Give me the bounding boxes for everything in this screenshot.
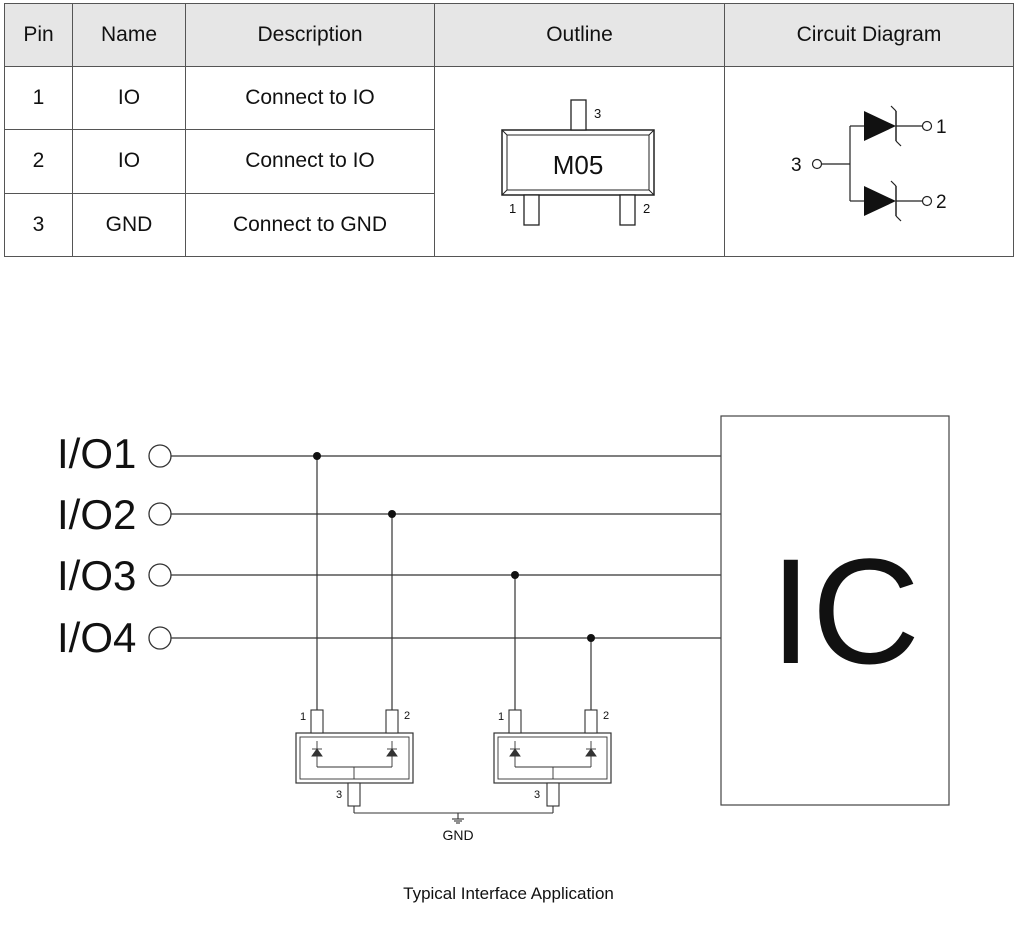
tvs-diode-1-icon [864,110,896,141]
header-pin: Pin [4,3,73,67]
header-circuit-diagram: Circuit Diagram [724,3,1014,67]
pin-description: Connect to IO [185,129,435,194]
pin-name: IO [72,129,186,194]
pin-number: 3 [4,192,73,258]
outline-pin3-label: 3 [594,106,601,121]
gnd-label: GND [442,827,473,843]
io4-terminal [148,626,172,650]
io2-terminal [148,502,172,526]
typical-application-diagram: I/O1 I/O2 I/O3 I/O4 IC [57,415,950,843]
ground-wiring [353,806,554,824]
pin-table: Pin Name Description Outline Circuit Dia… [4,3,1014,258]
table-row: 1 IO Connect to IO M05 3 1 2 [4,65,1014,257]
pin-name: IO [72,65,186,131]
header-description: Description [185,3,435,67]
outline-marking: M05 [553,150,604,180]
io1-terminal [148,444,172,468]
ic-block [720,415,950,806]
device-a-pin1-label: 1 [300,711,306,723]
pin-description: Connect to GND [185,192,435,258]
ic-label: IC [770,527,920,695]
io1-label: I/O1 [57,430,136,477]
sot23-outline-drawing: M05 3 1 2 [501,98,655,226]
table-header-row: Pin Name Description Outline Circuit Dia… [4,3,1014,67]
header-outline: Outline [434,3,725,67]
io3-label: I/O3 [57,552,136,599]
circuit-cell: 3 1 [724,66,1014,257]
device-a-pin3-label: 3 [336,789,342,801]
io4-label: I/O4 [57,614,136,661]
tvs-device-b: 1 2 3 [493,709,612,807]
header-name: Name [72,3,186,67]
circuit-pin2-label: 2 [936,192,947,213]
pin-number: 2 [4,129,73,194]
device-b-pin3-label: 3 [534,789,540,801]
outline-cell: M05 3 1 2 [434,66,725,257]
pin-number: 1 [4,65,73,131]
outline-pin2-label: 2 [643,201,650,216]
outline-pin1-label: 1 [509,201,516,216]
device-b-pin1-label: 1 [498,711,504,723]
pin-name: GND [72,192,186,258]
diagram-caption: Typical Interface Application [403,884,614,903]
tvs-device-a: 1 2 3 [295,709,414,807]
device-b-pin2-label: 2 [603,710,609,722]
io2-label: I/O2 [57,491,136,538]
io3-terminal [148,563,172,587]
device-a-pin2-label: 2 [404,710,410,722]
pin-description: Connect to IO [185,65,435,131]
table-row: 2 IO Connect to IO [4,129,1014,194]
tvs-diode-2-icon [864,185,896,216]
junction-dots [313,452,595,642]
circuit-diagram-drawing: 3 1 [791,105,947,221]
circuit-pin3-label: 3 [791,155,802,176]
circuit-pin1-label: 1 [936,117,947,138]
table-row: 3 GND Connect to GND [4,192,1014,258]
signal-lines [171,455,721,710]
